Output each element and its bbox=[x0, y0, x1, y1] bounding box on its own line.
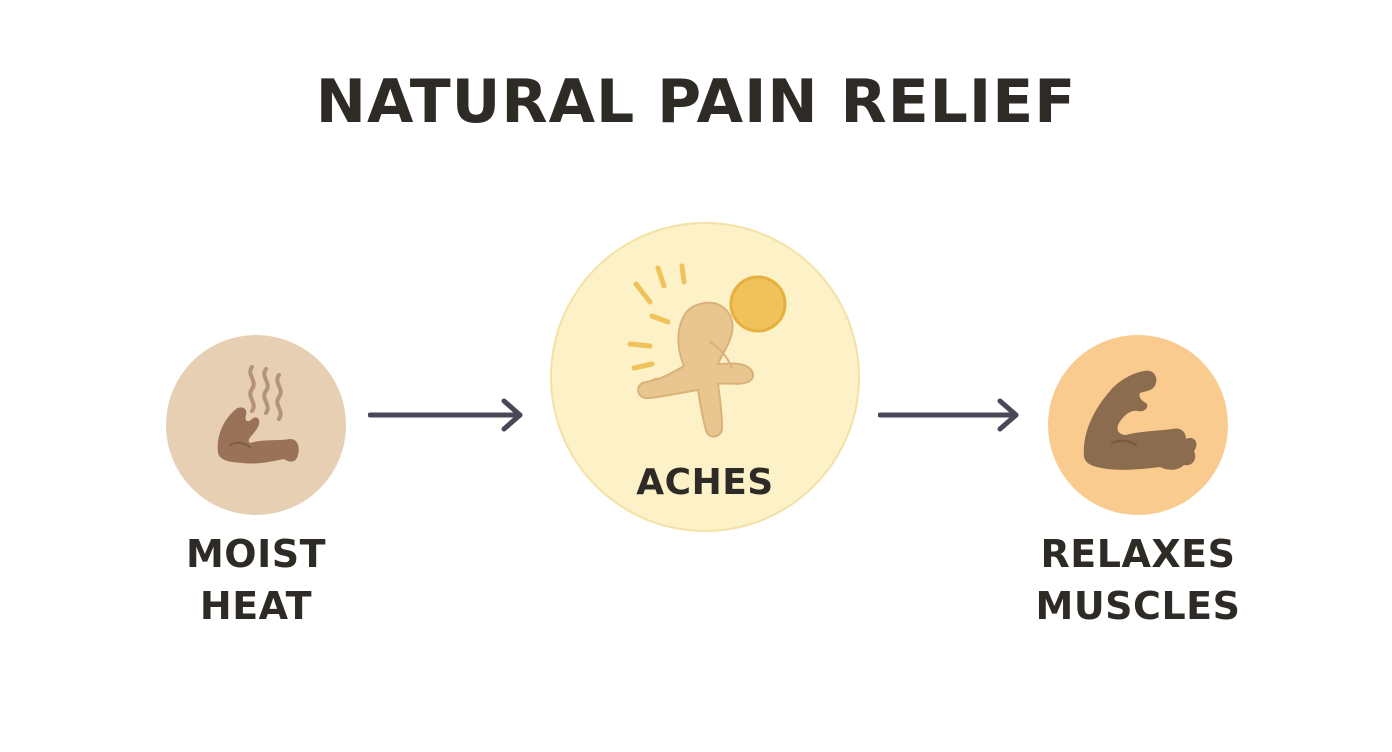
label-moist-heat-line-2: HEAT bbox=[199, 584, 313, 628]
label-relaxes-muscles: RELAXES MUSCLES bbox=[1010, 528, 1266, 632]
arrow-aches-to-muscles bbox=[878, 398, 1019, 432]
label-relaxes-muscles-line-2: MUSCLES bbox=[1035, 584, 1241, 628]
label-aches: ACHES bbox=[636, 462, 774, 503]
node-moist-heat bbox=[166, 335, 346, 515]
flexed-arm-icon bbox=[1083, 370, 1197, 470]
arrow-heat-to-aches bbox=[368, 398, 523, 432]
label-relaxes-muscles-line-1: RELAXES bbox=[1040, 532, 1236, 576]
node-aches bbox=[550, 222, 860, 532]
node-relaxes-muscles bbox=[1048, 335, 1228, 515]
steaming-arm-icon bbox=[217, 365, 299, 464]
aching-person-icon bbox=[627, 263, 787, 438]
label-moist-heat: MOIST HEAT bbox=[130, 528, 382, 632]
label-moist-heat-line-1: MOIST bbox=[185, 532, 327, 576]
diagram-title: NATURAL PAIN RELIEF bbox=[315, 67, 1077, 137]
